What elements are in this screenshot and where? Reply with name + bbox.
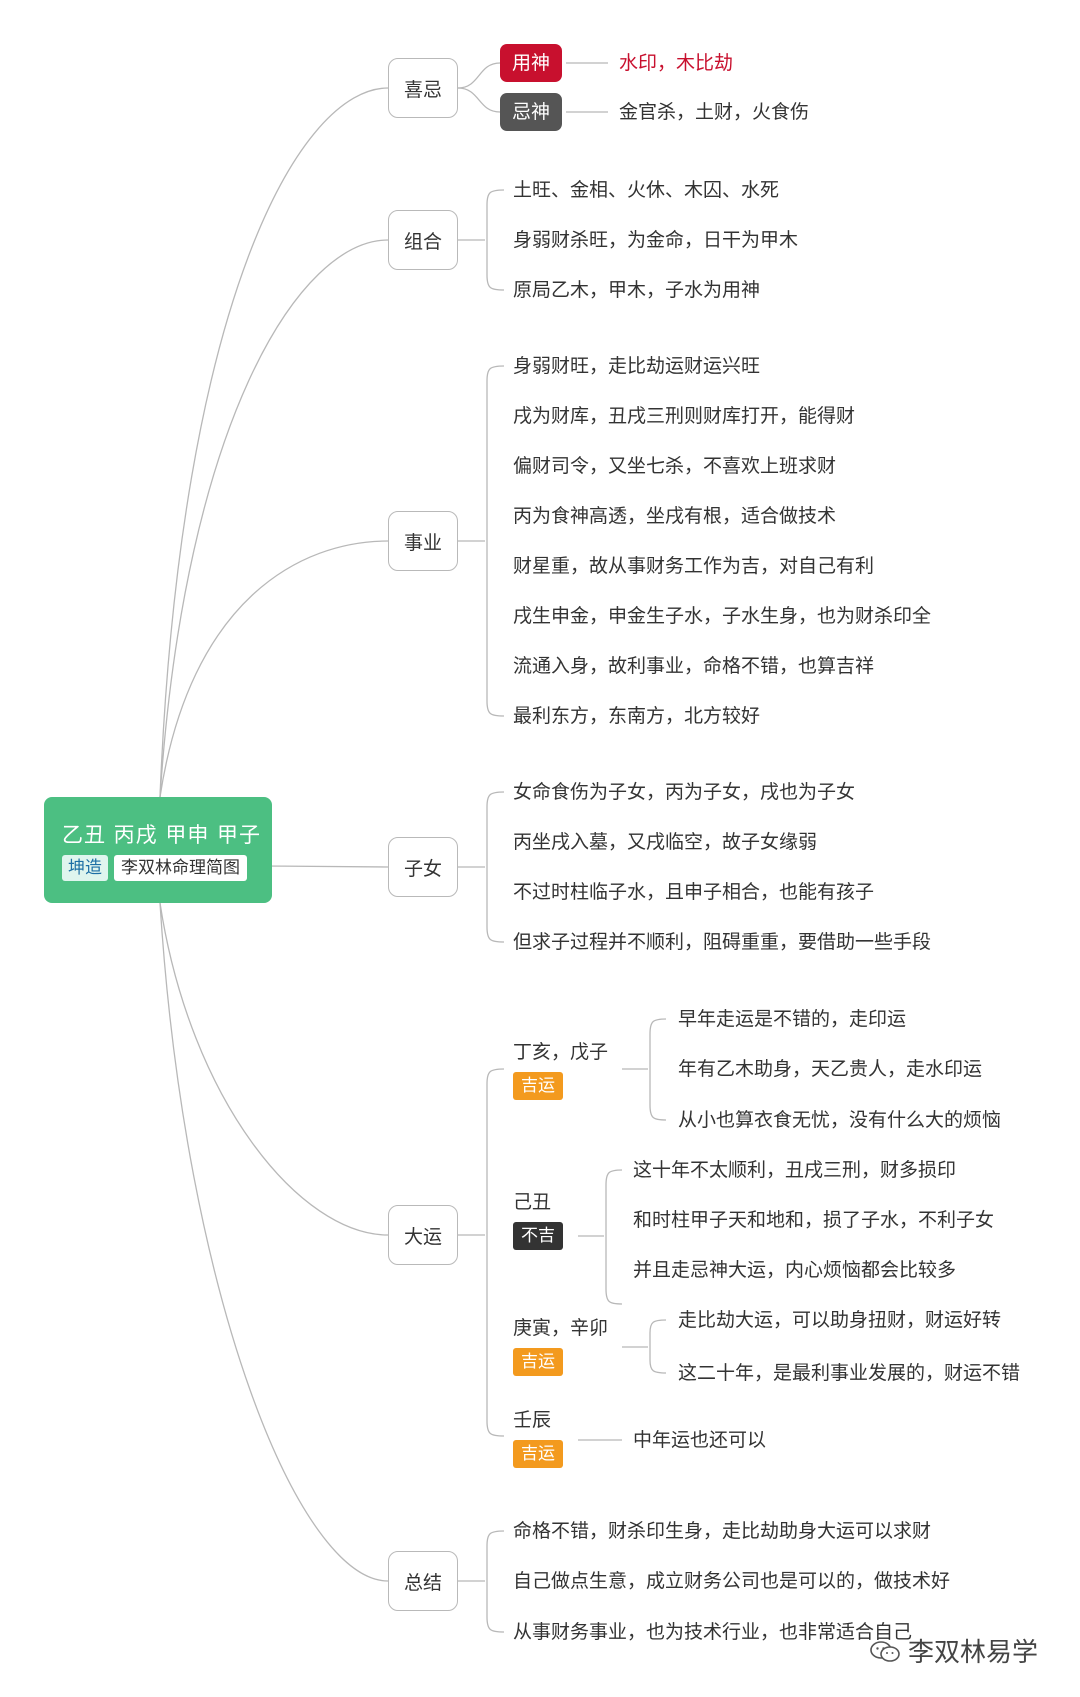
watermark-text: 李双林易学 [908, 1638, 1039, 1668]
branch-zongjie[interactable]: 总结 [388, 1551, 458, 1611]
list-item: 丙坐戌入墓，又戌临空，故子女缘弱 [513, 831, 818, 853]
dayun-group-name: 壬辰 [513, 1409, 552, 1431]
branch-zinv[interactable]: 子女 [388, 837, 458, 897]
list-item: 土旺、金相、火休、木囚、水死 [513, 179, 780, 201]
list-item: 丙为食神高透，坐戌有根，适合做技术 [513, 505, 837, 527]
dayun-group-name: 丁亥，戊子 [513, 1041, 609, 1063]
list-item: 和时柱甲子天和地和，损了子水，不利子女 [633, 1209, 995, 1231]
yongshen-pill[interactable]: 用神 [500, 44, 563, 82]
list-item: 原局乙木，甲木，子水为用神 [513, 279, 761, 301]
chart-name-tag: 李双林命理简图 [114, 855, 247, 881]
list-item: 戌生申金，申金生子水，子水生身，也为财杀印全 [513, 605, 932, 627]
root-node[interactable]: 乙丑 丙戌 甲申 甲子 坤造 李双林命理简图 [44, 797, 272, 903]
wechat-icon [870, 1640, 900, 1662]
dayun-badge-bad: 不吉 [513, 1222, 563, 1250]
list-item: 从事财务事业，也为技术行业，也非常适合自己 [513, 1621, 913, 1643]
list-item: 身弱财杀旺，为金命，日干为甲木 [513, 229, 799, 251]
list-item: 命格不错，财杀印生身，走比劫助身大运可以求财 [513, 1520, 932, 1542]
list-item: 戌为财库，丑戌三刑则财库打开，能得财 [513, 405, 856, 427]
list-item: 身弱财旺，走比劫运财运兴旺 [513, 355, 761, 377]
dayun-group-name: 己丑 [513, 1191, 552, 1213]
list-item: 从小也算衣食无忧，没有什么大的烦恼 [678, 1109, 1002, 1131]
gender-tag: 坤造 [62, 855, 108, 881]
yongshen-text: 水印，木比劫 [619, 52, 734, 74]
list-item: 走比劫大运，可以助身扭财，财运好转 [678, 1309, 1002, 1331]
list-item: 但求子过程并不顺利，阻碍重重，要借助一些手段 [513, 931, 932, 953]
list-item: 女命食伤为子女，丙为子女，戌也为子女 [513, 781, 856, 803]
watermark: 李双林易学 [870, 1632, 1038, 1669]
dayun-badge-good: 吉运 [513, 1348, 563, 1376]
list-item: 并且走忌神大运，内心烦恼都会比较多 [633, 1259, 957, 1281]
dayun-group-name: 庚寅，辛卯 [513, 1317, 609, 1339]
jishen-text: 金官杀，土财，火食伤 [619, 101, 810, 123]
list-item: 自己做点生意，成立财务公司也是可以的，做技术好 [513, 1570, 951, 1592]
list-item: 偏财司令，又坐七杀，不喜欢上班求财 [513, 455, 837, 477]
list-item: 中年运也还可以 [633, 1429, 767, 1451]
root-title: 乙丑 丙戌 甲申 甲子 [62, 823, 262, 847]
list-item: 年有乙木助身，天乙贵人，走水印运 [678, 1058, 983, 1080]
list-item: 不过时柱临子水，且申子相合，也能有孩子 [513, 881, 875, 903]
list-item: 最利东方，东南方，北方较好 [513, 705, 761, 727]
list-item: 这二十年，是最利事业发展的，财运不错 [678, 1362, 1021, 1384]
dayun-badge-good: 吉运 [513, 1072, 563, 1100]
branch-zuhe[interactable]: 组合 [388, 210, 458, 270]
list-item: 流通入身，故利事业，命格不错，也算吉祥 [513, 655, 875, 677]
branch-xiji[interactable]: 喜忌 [388, 58, 458, 118]
list-item: 财星重，故从事财务工作为吉，对自己有利 [513, 555, 875, 577]
list-item: 早年走运是不错的，走印运 [678, 1008, 907, 1030]
list-item: 这十年不太顺利，丑戌三刑，财多损印 [633, 1159, 957, 1181]
jishen-pill[interactable]: 忌神 [500, 93, 563, 131]
branch-dayun[interactable]: 大运 [388, 1205, 458, 1265]
branch-shiye[interactable]: 事业 [388, 511, 458, 571]
dayun-badge-good: 吉运 [513, 1440, 563, 1468]
